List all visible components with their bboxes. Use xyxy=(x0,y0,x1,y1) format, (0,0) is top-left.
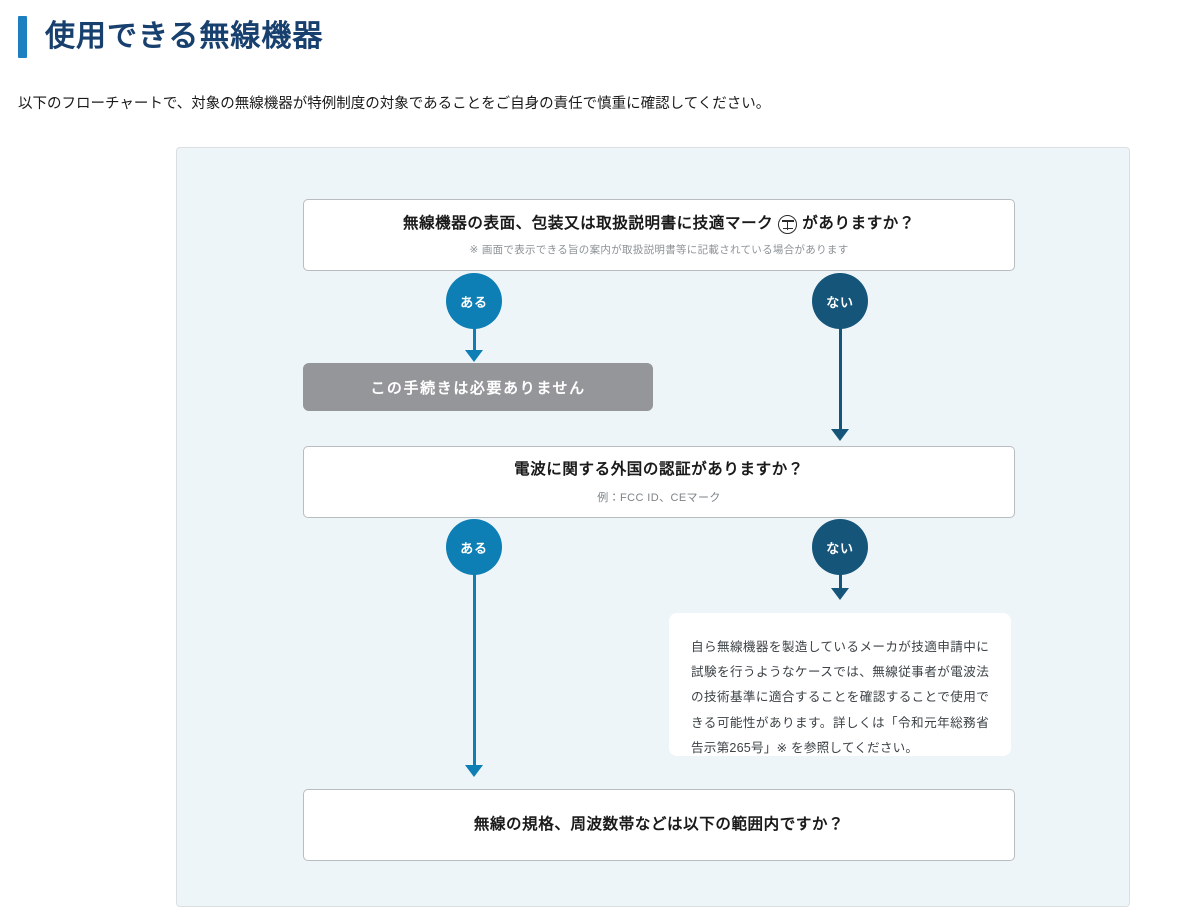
question-1-title-part-1: 無線機器の表面、包装又は取扱説明書に技適マーク xyxy=(402,215,774,233)
question-3-title: 無線の規格、周波数帯などは以下の範囲内ですか？ xyxy=(473,816,845,834)
question-2-subtitle: 例：FCC ID、CEマーク xyxy=(597,491,721,504)
decision-bubble-q2-yes[interactable]: ある xyxy=(446,519,502,575)
flow-note-card-text: 自ら無線機器を製造しているメーカが技適申請中に試験を行うようなケースでは、無線従… xyxy=(691,640,989,755)
question-1-title-part-2: がありますか？ xyxy=(802,215,915,233)
page-title: 使用できる無線機器 xyxy=(45,20,324,53)
terminal-label: この手続きは必要ありません xyxy=(370,379,586,397)
arrowhead-q1-no xyxy=(831,429,849,441)
question-1-note: ※ 画面で表示できる旨の案内が取扱説明書等に記載されている場合があります xyxy=(469,243,849,256)
decision-bubble-q1-no[interactable]: ない xyxy=(812,273,868,329)
flow-box-question-3[interactable]: 無線の規格、周波数帯などは以下の範囲内ですか？ xyxy=(303,789,1015,861)
decision-bubble-q1-yes-label: ある xyxy=(460,294,488,310)
arrowhead-q2-yes xyxy=(465,765,483,777)
decision-bubble-q1-yes[interactable]: ある xyxy=(446,273,502,329)
decision-bubble-q2-no-label: ない xyxy=(826,540,854,556)
flow-note-card: 自ら無線機器を製造しているメーカが技適申請中に試験を行うようなケースでは、無線従… xyxy=(669,613,1011,756)
connector-q1-yes xyxy=(472,326,476,352)
decision-bubble-q2-no[interactable]: ない xyxy=(812,519,868,575)
connector-q2-yes xyxy=(472,572,476,767)
arrowhead-q2-no xyxy=(831,588,849,600)
question-1-title: 無線機器の表面、包装又は取扱説明書に技適マーク がありますか？ xyxy=(403,213,915,235)
flow-box-terminal-no-procedure[interactable]: この手続きは必要ありません xyxy=(303,363,653,411)
flow-box-question-2[interactable]: 電波に関する外国の認証がありますか？ 例：FCC ID、CEマーク xyxy=(303,446,1015,518)
giteki-mark-icon xyxy=(778,214,798,234)
decision-bubble-q2-yes-label: ある xyxy=(460,540,488,556)
decision-bubble-q1-no-label: ない xyxy=(826,294,854,310)
title-accent-bar xyxy=(18,16,27,58)
flowchart-panel: 無線機器の表面、包装又は取扱説明書に技適マーク がありますか？ ※ 画面で表示で… xyxy=(176,147,1130,907)
flow-box-question-1[interactable]: 無線機器の表面、包装又は取扱説明書に技適マーク がありますか？ ※ 画面で表示で… xyxy=(303,199,1015,271)
connector-q1-no xyxy=(838,326,842,431)
arrowhead-q1-yes xyxy=(465,350,483,362)
page-lead-text: 以下のフローチャートで、対象の無線機器が特例制度の対象であることをご自身の責任で… xyxy=(18,96,771,112)
connector-q2-no xyxy=(838,572,842,590)
question-2-title: 電波に関する外国の認証がありますか？ xyxy=(514,461,804,479)
page-header: 使用できる無線機器 xyxy=(18,16,323,58)
